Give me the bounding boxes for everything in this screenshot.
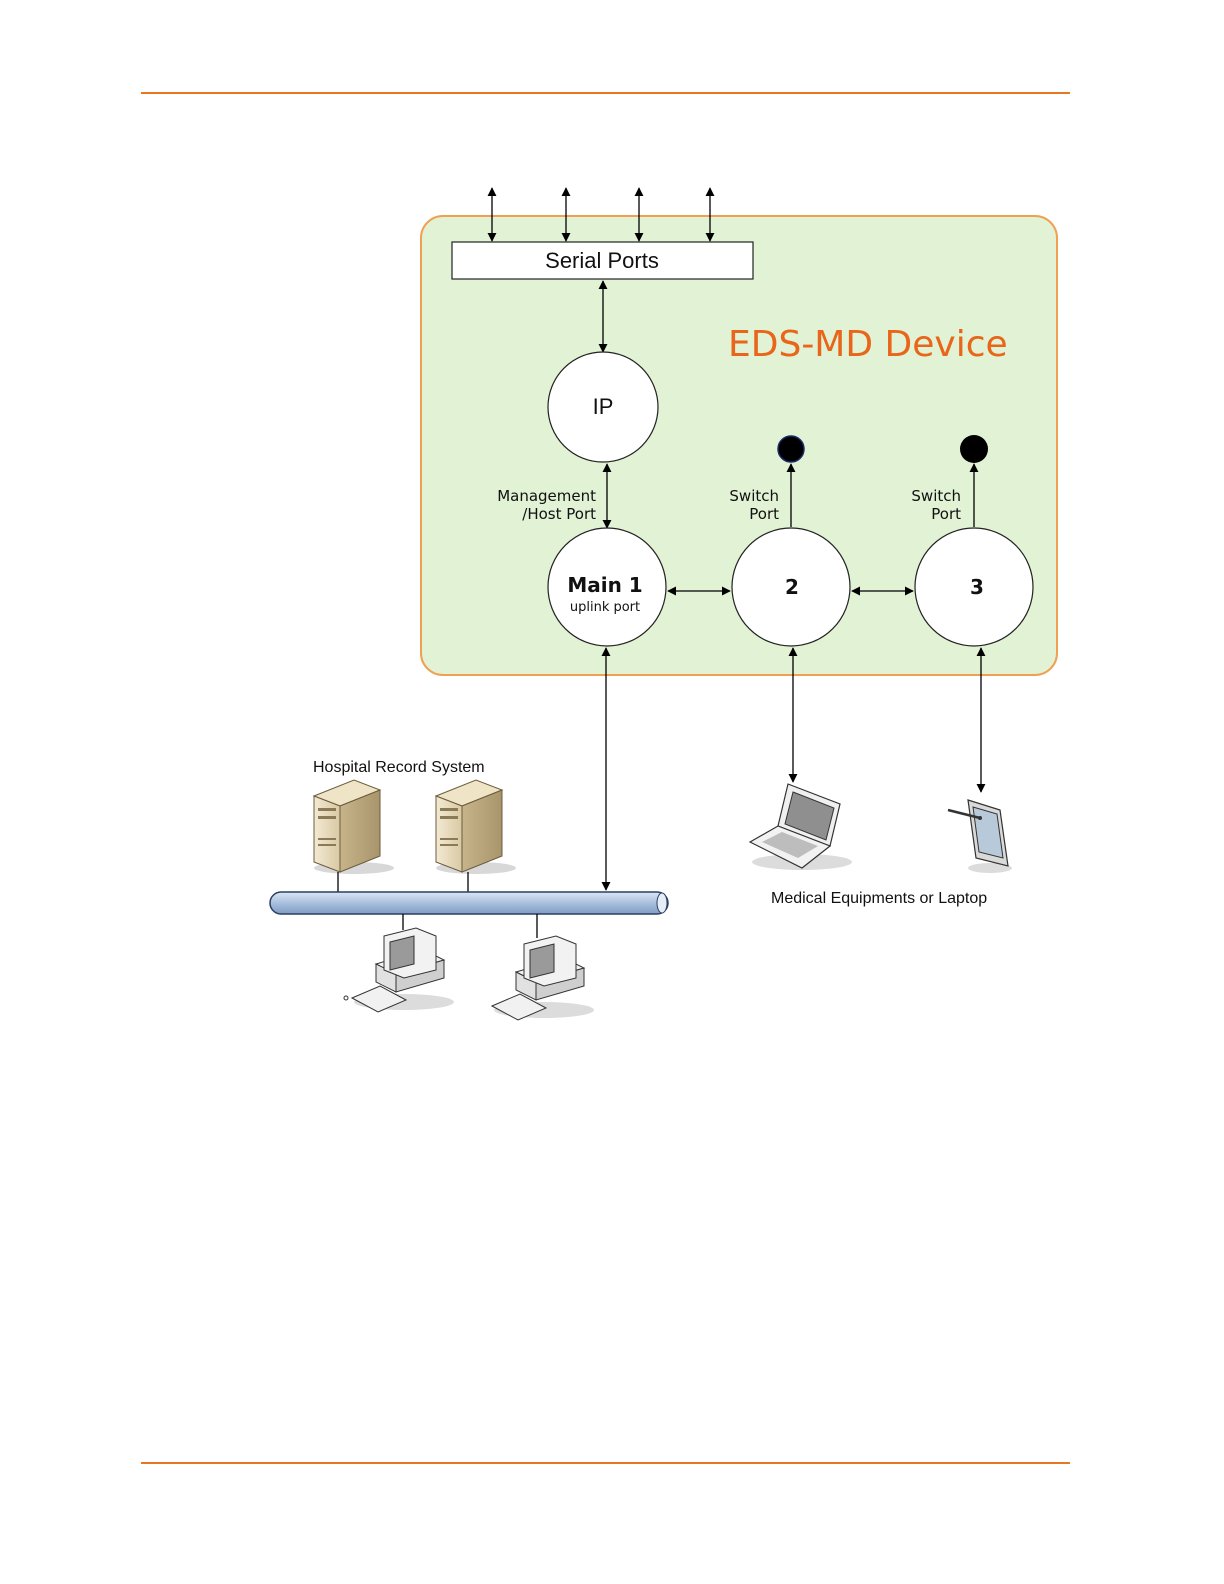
server-icon — [436, 780, 516, 874]
hospital-label: Hospital Record System — [313, 759, 485, 776]
device-title: EDS-MD Device — [728, 324, 1008, 365]
port3-external-dot — [960, 435, 988, 463]
network-bus — [270, 892, 668, 914]
switch2-label-1: Switch — [729, 487, 779, 505]
desktop-computer-icon — [492, 936, 594, 1020]
medical-label: Medical Equipments or Laptop — [771, 890, 987, 907]
ip-label: IP — [593, 394, 614, 419]
management-label-1: Management — [497, 487, 596, 505]
management-label-2: /Host Port — [522, 505, 596, 523]
laptop-icon — [750, 784, 852, 870]
port3-label: 3 — [970, 575, 984, 599]
desktop-computer-icon — [344, 928, 454, 1012]
serial-ports-label: Serial Ports — [545, 248, 659, 273]
port2-external-dot — [778, 436, 804, 462]
port2-label: 2 — [785, 575, 799, 599]
switch3-label-2: Port — [931, 505, 961, 523]
tablet-icon — [948, 800, 1012, 873]
switch2-label-2: Port — [749, 505, 779, 523]
switch3-label-1: Switch — [911, 487, 961, 505]
main-port-sublabel: uplink port — [570, 600, 640, 615]
main-port-label: Main 1 — [567, 573, 642, 597]
server-icon — [314, 780, 394, 874]
